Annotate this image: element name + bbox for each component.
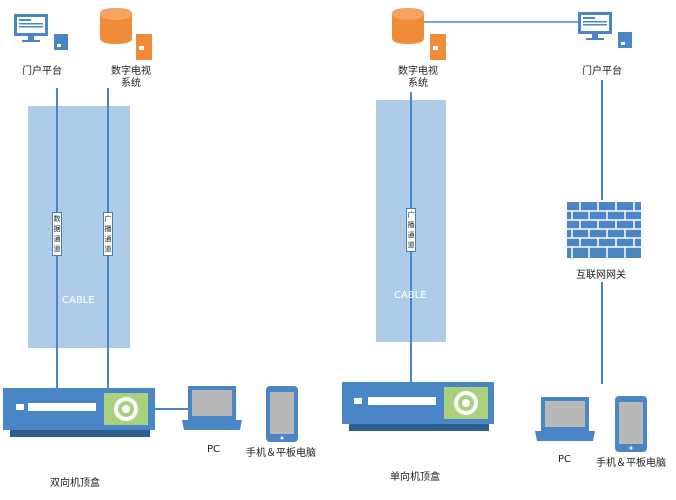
right-database-icon [392, 8, 424, 44]
left-broadcast-channel-label: 广播通道 [103, 212, 113, 256]
left-cable-band [28, 106, 130, 348]
left-mobile-label: 手机＆平板电脑 [246, 448, 316, 459]
right-laptop-icon [535, 397, 595, 441]
left-set-top-box-icon [3, 388, 155, 437]
left-laptop-icon [182, 386, 242, 430]
left-tablet-icon [266, 386, 298, 442]
right-portal-label: 门户平台 [582, 66, 622, 77]
left-portal-label: 门户平台 [22, 66, 62, 77]
right-cable-label: CABLE [394, 290, 427, 301]
left-tv-label-line1: 数字电视 [111, 66, 151, 77]
right-set-top-box-icon [342, 382, 494, 431]
right-server-icon [430, 34, 446, 60]
right-tablet-icon [615, 396, 647, 452]
right-tv-label-line1: 数字电视 [398, 66, 438, 77]
left-stb-label: 双向机顶盒 [50, 478, 100, 489]
left-data-channel-label: 数据通道 [52, 212, 62, 256]
left-tv-label-line2: 系统 [121, 78, 141, 89]
left-cable-label: CABLE [62, 295, 95, 306]
right-mobile-label: 手机＆平板电脑 [596, 458, 666, 469]
left-server-icon [136, 34, 152, 60]
right-tv-label-line2: 系统 [408, 78, 428, 89]
right-stb-label: 单向机顶盒 [390, 472, 440, 483]
left-database-icon [100, 8, 132, 44]
right-pc-label: PC [558, 454, 572, 465]
left-portal-monitor-icon [14, 14, 68, 50]
right-broadcast-channel-label: 广播通道 [406, 208, 416, 252]
firewall-label: 互联网网关 [576, 270, 626, 281]
firewall-icon [567, 202, 641, 258]
right-tv-label: 数字电视 系统 [383, 66, 453, 90]
right-portal-monitor-icon [578, 12, 632, 48]
left-tv-label: 数字电视 系统 [96, 66, 166, 90]
left-pc-label: PC [207, 444, 221, 455]
